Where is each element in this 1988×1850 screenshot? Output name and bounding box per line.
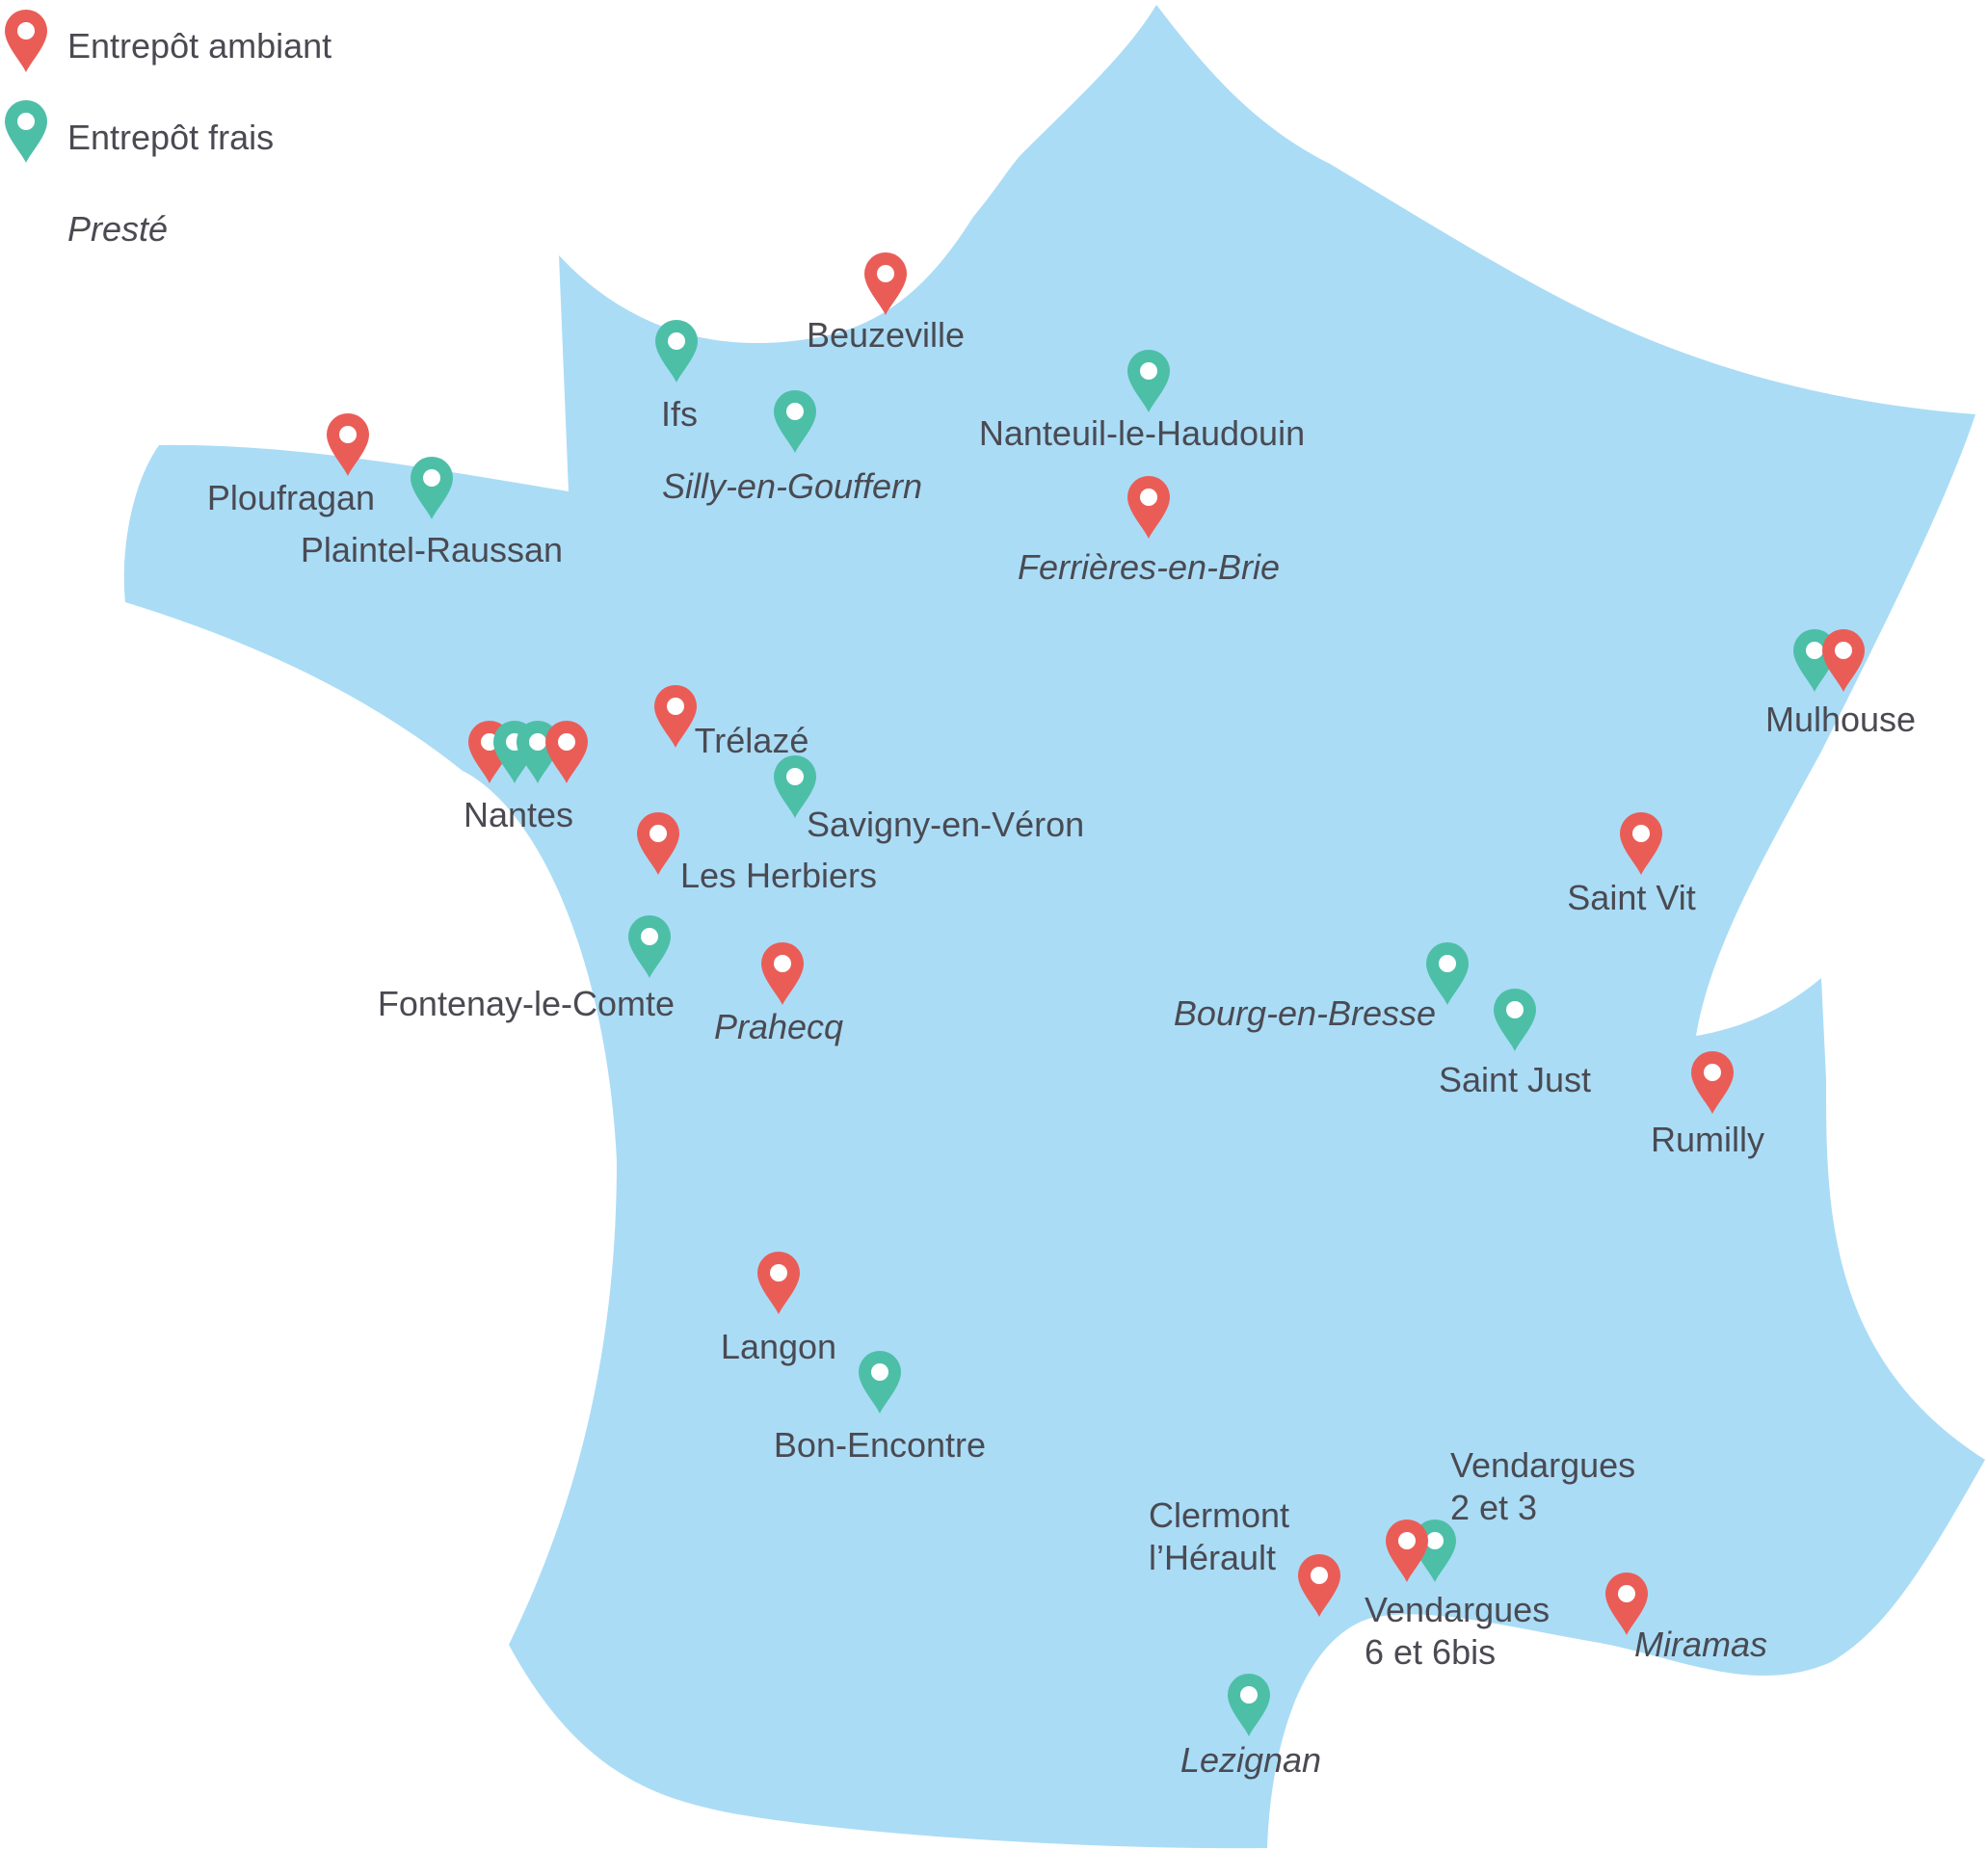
- vendargues6-label-line1: Vendargues: [1365, 1590, 1550, 1629]
- nantes-label: Nantes: [464, 795, 573, 834]
- beuzeville-label: Beuzeville: [807, 315, 965, 355]
- legend-fresh-pin-icon: [5, 100, 47, 163]
- mulhouse-label: Mulhouse: [1765, 700, 1916, 739]
- ferrieres-label: Ferrières-en-Brie: [1018, 547, 1280, 587]
- legend-ambient-pin-icon: [5, 10, 47, 72]
- savigny-label: Savigny-en-Véron: [807, 805, 1084, 844]
- vendargues23-label-line2: 2 et 3: [1450, 1488, 1537, 1527]
- legend-ambient-label: Entrepôt ambiant: [67, 26, 331, 66]
- bourg-label: Bourg-en-Bresse: [1174, 993, 1436, 1033]
- langon-label: Langon: [721, 1327, 836, 1366]
- saintvit-label: Saint Vit: [1567, 878, 1695, 917]
- nanteuil-label: Nanteuil-le-Haudouin: [979, 413, 1305, 453]
- legend-preste-label: Presté: [67, 209, 168, 249]
- trelaze-label: Trélazé: [695, 721, 809, 760]
- lezignan-label: Lezignan: [1180, 1740, 1321, 1780]
- france-landmass: [123, 5, 1986, 1849]
- ifs-label: Ifs: [661, 394, 698, 434]
- fontenay-label: Fontenay-le-Comte: [378, 984, 675, 1023]
- rumilly-label: Rumilly: [1651, 1120, 1764, 1159]
- saintjust-label: Saint Just: [1439, 1060, 1591, 1099]
- herbiers-label: Les Herbiers: [680, 856, 877, 895]
- silly-label: Silly-en-Gouffern: [662, 466, 922, 506]
- miramas-label: Miramas: [1634, 1625, 1767, 1664]
- clermont-label-line2: l’Hérault: [1149, 1538, 1276, 1577]
- vendargues23-label-line1: Vendargues: [1450, 1445, 1635, 1485]
- clermont-label-line1: Clermont: [1149, 1495, 1289, 1535]
- vendargues6-label-line2: 6 et 6bis: [1365, 1632, 1496, 1672]
- prahecq-label: Prahecq: [714, 1007, 843, 1046]
- legend-fresh-label: Entrepôt frais: [67, 118, 274, 157]
- bonencontre-label: Bon-Encontre: [774, 1425, 986, 1465]
- plaintel-label: Plaintel-Raussan: [301, 530, 563, 569]
- ploufragan-label: Ploufragan: [207, 478, 375, 517]
